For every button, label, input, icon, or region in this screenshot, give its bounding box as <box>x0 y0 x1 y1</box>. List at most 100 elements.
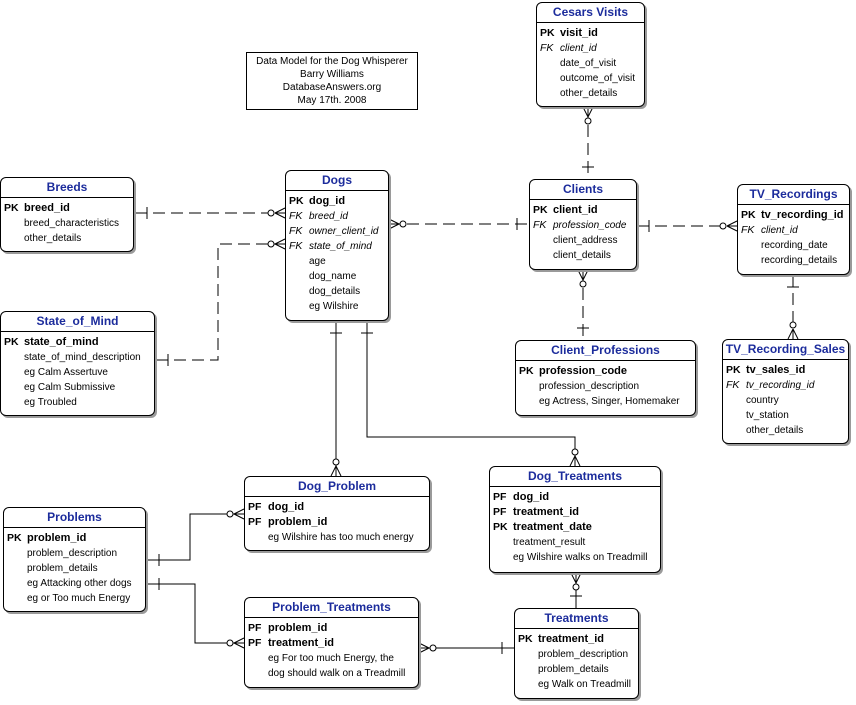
attribute-row: PK client_id <box>533 203 636 218</box>
key-marker: PF <box>248 501 262 513</box>
attribute-name: eg Wilshire has too much energy <box>268 532 414 543</box>
attribute-row: recording_date <box>741 238 849 253</box>
attribute-name: state_of_mind <box>309 241 372 252</box>
attribute-name: treatment_result <box>513 537 586 548</box>
attribute-name: state_of_mind <box>24 336 99 348</box>
entity-title: Clients <box>530 180 636 200</box>
optional-cardinality-circle <box>267 240 275 248</box>
attribute-row: eg Wilshire walks on Treadmill <box>493 550 660 565</box>
entity-title: Client_Professions <box>516 341 695 361</box>
attribute-row: eg Wilshire has too much energy <box>248 530 429 545</box>
attribute-name: visit_id <box>560 27 598 39</box>
crows-foot-mark <box>726 220 738 227</box>
optional-cardinality-circle <box>226 510 234 518</box>
attribute-name: eg Calm Submissive <box>24 382 116 393</box>
attribute-name: client_id <box>761 225 798 236</box>
entity-title: State_of_Mind <box>1 312 154 332</box>
state-dogs-line <box>156 243 285 361</box>
attribute-name: owner_client_id <box>309 226 379 237</box>
optional-cardinality-circle <box>267 209 275 217</box>
crows-foot-mark <box>274 207 286 214</box>
note-line-3: DatabaseAnswers.org <box>282 82 382 93</box>
crows-foot-mark <box>792 328 799 340</box>
attribute-name: client_id <box>553 204 598 216</box>
attribute-name: problem_id <box>268 516 328 528</box>
crows-foot-mark <box>388 223 400 230</box>
optional-cardinality-circle <box>789 321 797 329</box>
attribute-row: other_details <box>540 86 644 101</box>
key-marker: PK <box>493 521 508 533</box>
attribute-row: PF dog_id <box>493 490 660 505</box>
attribute-row: other_details <box>726 423 848 438</box>
attribute-row: treatment_result <box>493 535 660 550</box>
attribute-row: state_of_mind_description <box>4 350 154 365</box>
crows-foot-mark <box>330 465 337 477</box>
crows-foot-mark <box>274 243 286 250</box>
key-marker: PK <box>533 204 548 216</box>
entity-title: Dog_Problem <box>245 477 429 497</box>
key-marker: PK <box>518 633 533 645</box>
attribute-name: other_details <box>24 233 82 244</box>
optional-cardinality-circle <box>719 222 727 230</box>
key-marker: PF <box>493 491 507 503</box>
attribute-row: PK state_of_mind <box>4 335 154 350</box>
entity-title: Dogs <box>286 171 388 191</box>
attribute-name: dog_id <box>513 491 550 503</box>
key-marker: FK <box>289 240 303 252</box>
attribute-name: dog_id <box>268 501 305 513</box>
attribute-name: eg Actress, Singer, Homemaker <box>539 396 680 407</box>
key-marker: PF <box>248 637 262 649</box>
attribute-row: dog should walk on a Treadmill <box>248 666 418 681</box>
attribute-name: dog_details <box>309 286 361 297</box>
entity-title: Problems <box>4 508 145 528</box>
problems-dogproblem-line <box>147 513 244 561</box>
entity-title: Treatments <box>515 609 638 629</box>
attribute-row: dog_details <box>289 284 388 299</box>
entity-title: Cesars Visits <box>537 3 644 23</box>
crows-foot-mark <box>587 106 594 118</box>
attribute-row: eg Calm Submissive <box>4 380 154 395</box>
attribute-row: problem_details <box>518 662 638 677</box>
attribute-row: problem_details <box>7 561 145 576</box>
attribute-name: treatment_id <box>538 633 605 645</box>
key-marker: PK <box>4 336 19 348</box>
attribute-row: recording_details <box>741 253 849 268</box>
attribute-row: client_address <box>533 233 636 248</box>
attribute-row: FK state_of_mind <box>289 239 388 254</box>
attribute-name: eg Calm Assertuve <box>24 367 108 378</box>
attribute-name: eg or Too much Energy <box>27 593 131 604</box>
crows-foot-mark <box>726 225 738 232</box>
optional-cardinality-circle <box>399 220 407 228</box>
attribute-name: other_details <box>560 88 618 99</box>
key-marker: PK <box>519 365 534 377</box>
attribute-name: recording_date <box>761 240 828 251</box>
attribute-name: dog should walk on a Treadmill <box>268 668 406 679</box>
attribute-name: problem_id <box>27 532 87 544</box>
attribute-name: date_of_visit <box>560 58 617 69</box>
key-marker: FK <box>741 224 755 236</box>
